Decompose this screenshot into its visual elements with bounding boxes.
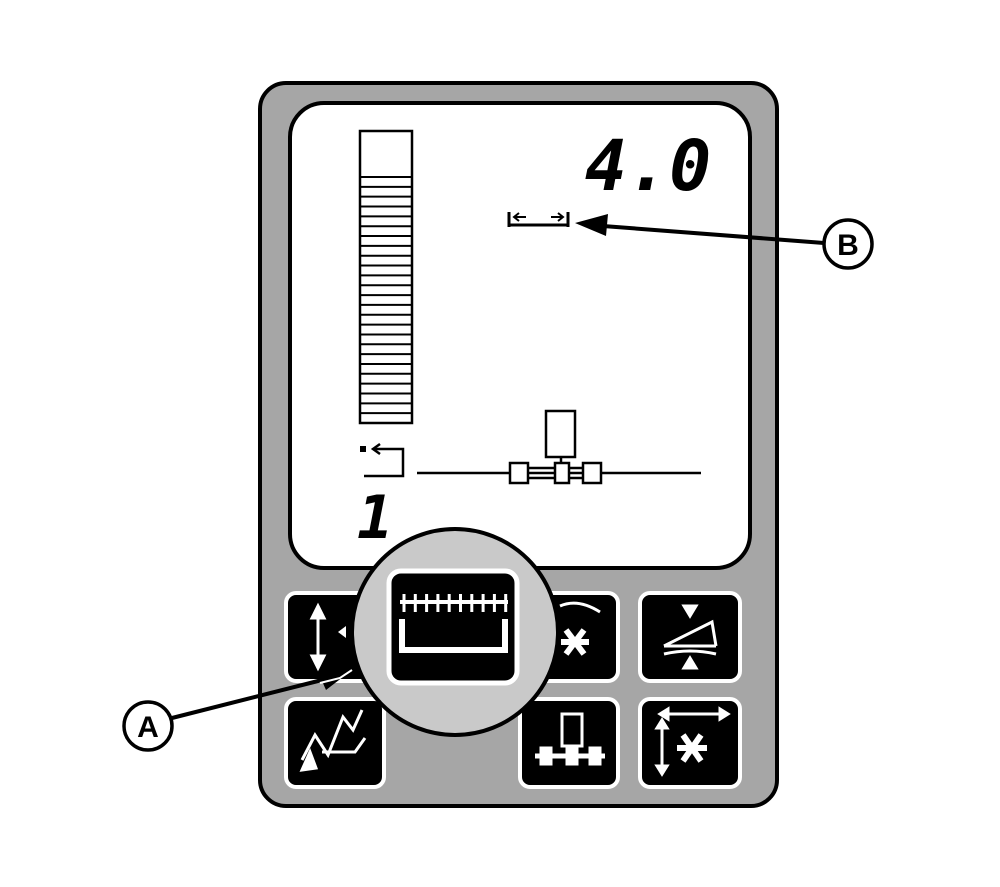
level-bar-gauge — [358, 129, 414, 425]
reel-position-button[interactable] — [638, 697, 742, 789]
sprayer-boom-button[interactable] — [518, 697, 620, 789]
reel-icon — [559, 601, 601, 656]
callout-b: B — [575, 214, 874, 270]
vertical-arrow-icon — [309, 602, 346, 672]
header-width-icon — [399, 594, 508, 653]
tilt-button[interactable] — [284, 697, 386, 789]
readout-value: 4.0 — [585, 125, 711, 207]
row-number: 1 — [357, 483, 393, 553]
boom-nozzle-graphic — [417, 409, 701, 485]
callout-b-label: B — [837, 229, 859, 262]
feeder-pressure-icon — [663, 604, 718, 670]
callout-a: A — [122, 669, 353, 752]
width-indicator-icon — [507, 212, 570, 227]
feeder-button[interactable] — [638, 591, 742, 683]
callout-a-label: A — [137, 711, 159, 744]
boom-nozzle-icon — [535, 712, 605, 766]
tilt-linkage-icon — [299, 709, 367, 772]
return-arrow-icon — [360, 442, 405, 478]
reel-position-icon — [654, 706, 731, 777]
header-width-button[interactable] — [386, 568, 520, 686]
